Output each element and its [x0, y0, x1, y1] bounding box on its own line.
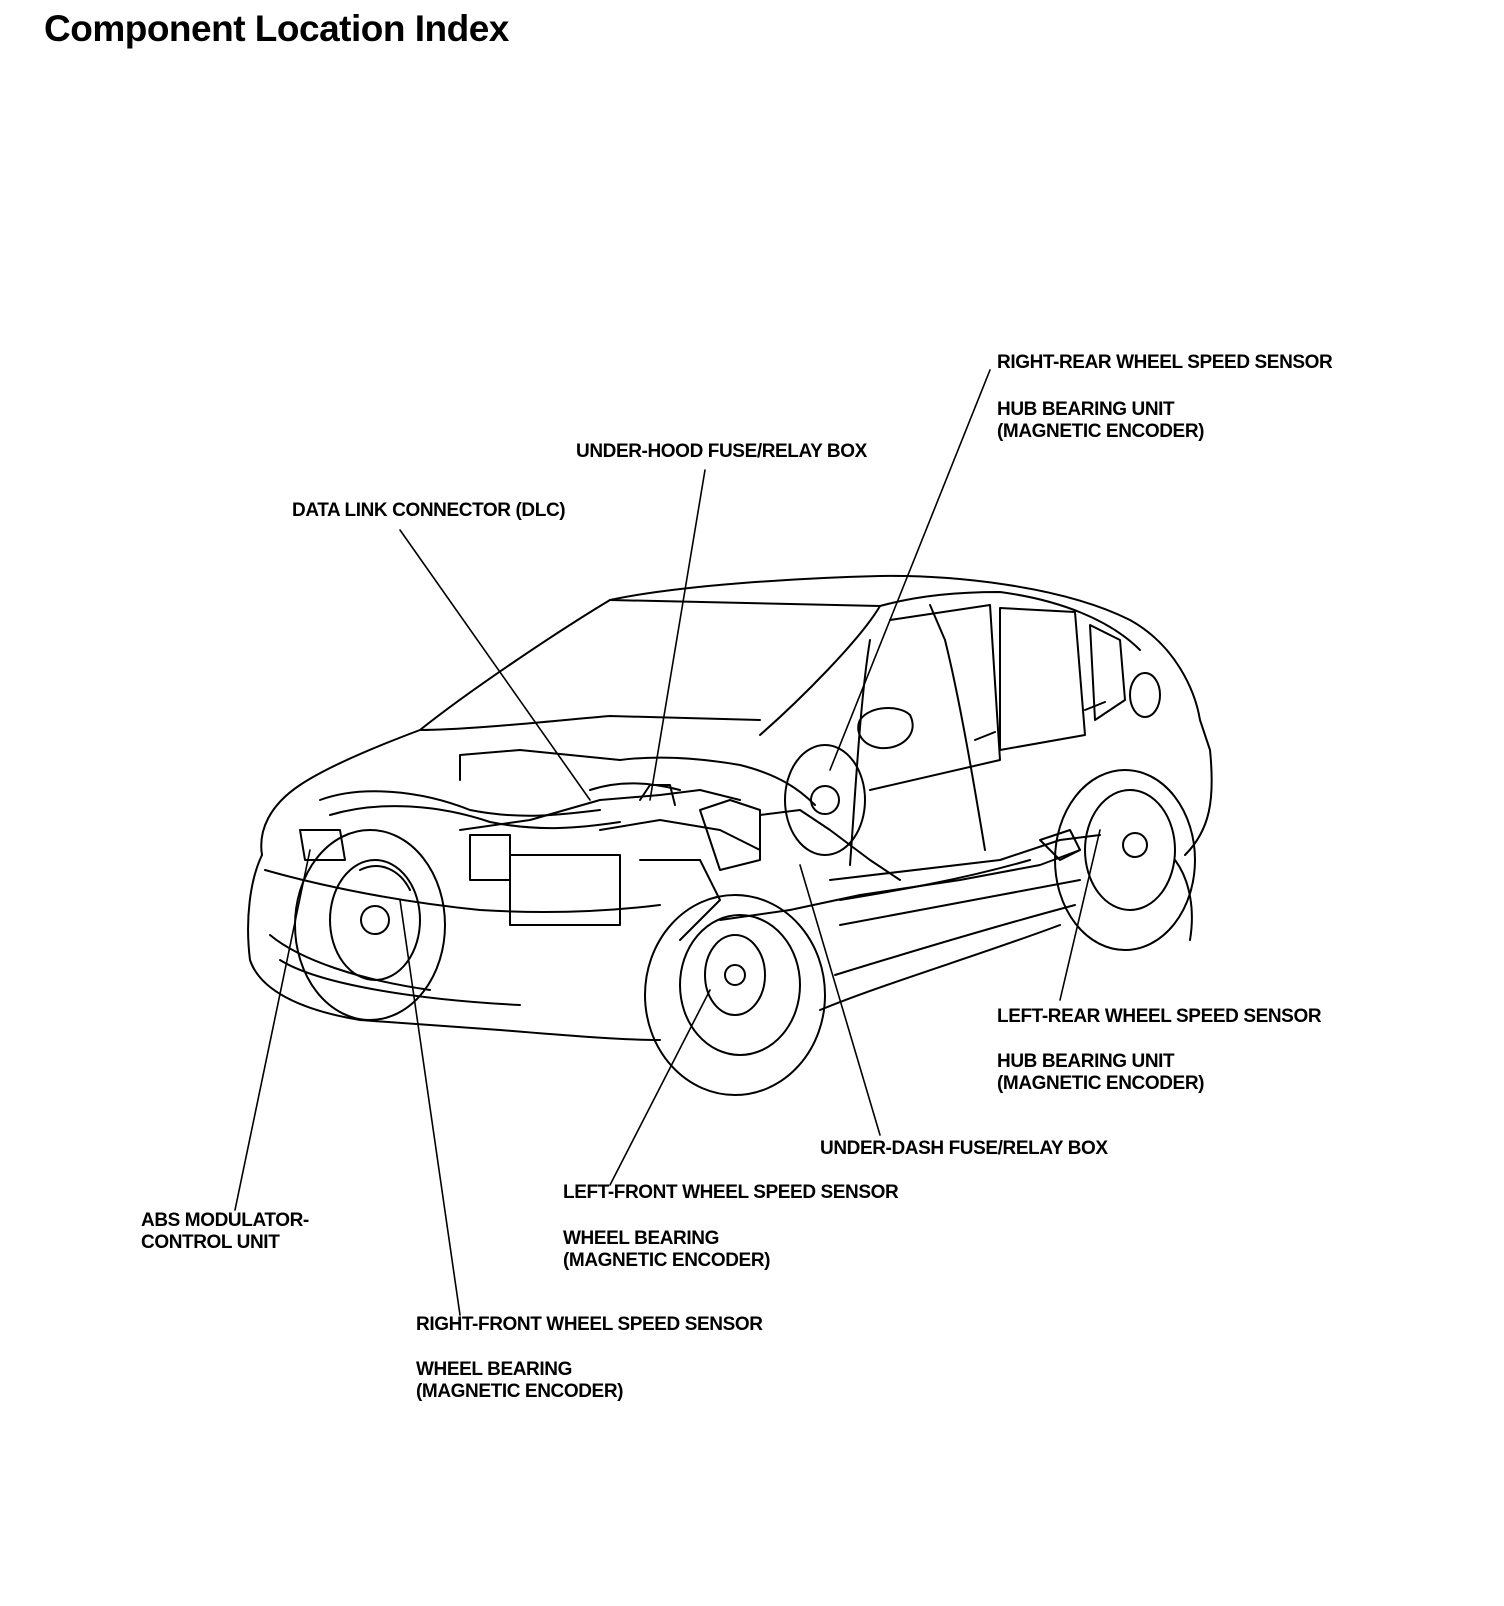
label-under-dash-box: UNDER-DASH FUSE/RELAY BOX	[820, 1138, 1108, 1160]
underhood-text: UNDER-HOOD FUSE/RELAY BOX	[576, 441, 867, 462]
front-right-wheel	[294, 829, 446, 1021]
lr-hub-text: HUB BEARING UNIT	[997, 1051, 1175, 1072]
label-right-front-bearing: WHEEL BEARING (MAGNETIC ENCODER)	[416, 1359, 623, 1403]
leader-rf-sensor	[399, 899, 461, 1316]
rear-left-wheel	[1054, 769, 1196, 951]
leader-lf-sensor	[609, 989, 711, 1186]
label-dlc: DATA LINK CONNECTOR (DLC)	[292, 500, 566, 522]
lf-bearing-text: WHEEL BEARING	[563, 1228, 719, 1249]
rear-right-wheel	[784, 744, 866, 856]
lf-encoder-text: (MAGNETIC ENCODER)	[563, 1250, 771, 1271]
leader-lines	[234, 369, 1101, 1316]
label-left-rear-sensor: LEFT-REAR WHEEL SPEED SENSOR	[997, 1006, 1322, 1028]
car-body	[247, 574, 1213, 1041]
engine-and-brake-lines	[299, 749, 1101, 941]
lr-sensor-text: LEFT-REAR WHEEL SPEED SENSOR	[997, 1006, 1322, 1027]
front-left-wheel	[644, 894, 826, 1096]
label-left-front-bearing: WHEEL BEARING (MAGNETIC ENCODER)	[563, 1228, 770, 1272]
label-left-front-sensor: LEFT-FRONT WHEEL SPEED SENSOR	[563, 1182, 899, 1204]
rf-encoder-text: (MAGNETIC ENCODER)	[416, 1381, 624, 1402]
leader-rr-sensor	[829, 369, 991, 771]
rf-bearing-text: WHEEL BEARING	[416, 1359, 572, 1380]
rf-sensor-text: RIGHT-FRONT WHEEL SPEED SENSOR	[416, 1314, 763, 1335]
underdash-text: UNDER-DASH FUSE/RELAY BOX	[820, 1138, 1108, 1159]
label-abs-modulator: ABS MODULATOR- CONTROL UNIT	[141, 1210, 309, 1254]
lr-encoder-text: (MAGNETIC ENCODER)	[997, 1073, 1205, 1094]
leader-abs	[234, 849, 311, 1211]
leader-underhood	[649, 469, 706, 801]
side-mirror-icon	[857, 707, 914, 750]
rr-hub-text: HUB BEARING UNIT	[997, 399, 1175, 420]
label-right-rear-hub: HUB BEARING UNIT (MAGNETIC ENCODER)	[997, 399, 1204, 443]
label-right-rear-sensor: RIGHT-REAR WHEEL SPEED SENSOR	[997, 352, 1333, 374]
label-left-rear-hub: HUB BEARING UNIT (MAGNETIC ENCODER)	[997, 1051, 1204, 1095]
label-right-front-sensor: RIGHT-FRONT WHEEL SPEED SENSOR	[416, 1314, 763, 1336]
dlc-text: DATA LINK CONNECTOR (DLC)	[292, 500, 566, 521]
page-title: Component Location Index	[44, 8, 509, 49]
abs-line1-text: ABS MODULATOR-	[141, 1210, 309, 1231]
rr-encoder-text: (MAGNETIC ENCODER)	[997, 421, 1205, 442]
leader-lr-sensor	[1059, 829, 1101, 1001]
label-under-hood-box: UNDER-HOOD FUSE/RELAY BOX	[576, 441, 867, 463]
leader-dlc	[399, 529, 591, 801]
abs-line2-text: CONTROL UNIT	[141, 1232, 280, 1253]
rr-sensor-text: RIGHT-REAR WHEEL SPEED SENSOR	[997, 352, 1333, 373]
lf-sensor-text: LEFT-FRONT WHEEL SPEED SENSOR	[563, 1182, 899, 1203]
leader-underdash	[799, 864, 881, 1136]
